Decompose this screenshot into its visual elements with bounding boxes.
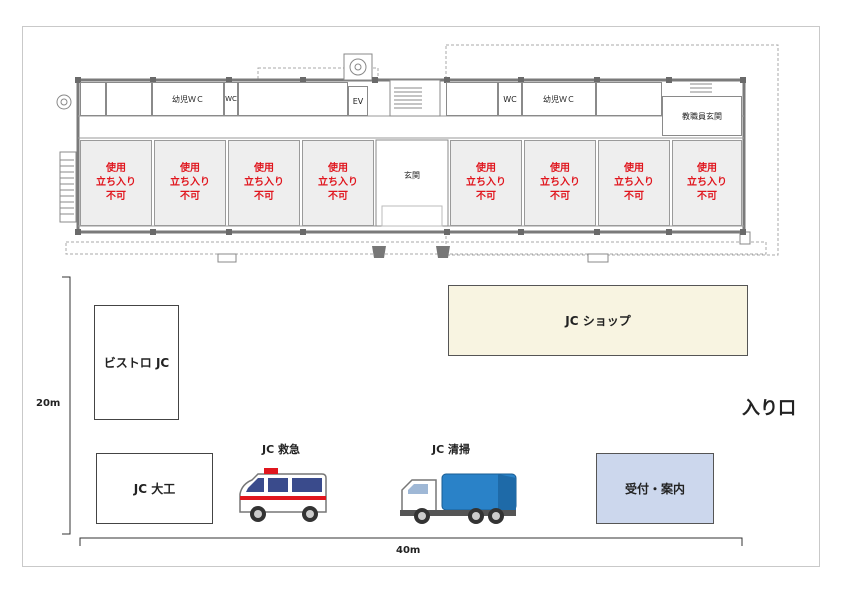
garbage-truck-icon — [400, 473, 517, 524]
pillar — [226, 77, 232, 83]
carpenter-booth[interactable]: JC 大工 — [96, 453, 213, 524]
room-elevator: EV — [348, 86, 368, 116]
height-dimension-label: 20m — [36, 398, 61, 409]
bistro-label: ビストロ JC — [103, 356, 170, 370]
room — [596, 82, 662, 116]
ambulance-icon — [239, 468, 327, 522]
restricted-label: 使用 立ち入り 不可 — [244, 163, 284, 202]
restricted-classroom: 使用 立ち入り 不可 — [450, 140, 522, 226]
width-dimension-label: 40m — [396, 545, 421, 556]
room — [446, 82, 498, 116]
room-label: 教職員玄関 — [682, 111, 722, 121]
garbage-truck-label: JC 清掃 — [432, 443, 470, 456]
room-label: 幼児ＷＣ — [543, 94, 575, 104]
room-label: EV — [352, 96, 364, 106]
restricted-label: 使用 立ち入り 不可 — [687, 163, 727, 202]
pillar — [518, 77, 524, 83]
pillar — [75, 77, 81, 83]
room-small — [80, 82, 106, 116]
pillar — [226, 229, 232, 235]
room-toddler-wc-east: 幼児ＷＣ — [522, 82, 596, 116]
entrance-hall-label: 玄関 — [404, 171, 420, 180]
restricted-classroom: 使用 立ち入り 不可 — [598, 140, 670, 226]
reception-label: 受付・案内 — [624, 482, 685, 496]
pillar — [666, 229, 672, 235]
site-entrance-label: 入り口 — [742, 398, 796, 419]
carpenter-label: JC 大工 — [133, 482, 176, 496]
restricted-classroom: 使用 立ち入り 不可 — [80, 140, 152, 226]
room-label: 幼児ＷＣ — [172, 94, 204, 104]
restricted-classroom: 使用 立ち入り 不可 — [302, 140, 374, 226]
pillar — [444, 77, 450, 83]
pillar — [75, 229, 81, 235]
bistro-booth[interactable]: ビストロ JC — [94, 305, 179, 420]
pillar — [150, 229, 156, 235]
map-frame — [22, 26, 820, 567]
room-wc-west: WC — [224, 82, 238, 116]
pillar — [594, 77, 600, 83]
restricted-classroom: 使用 立ち入り 不可 — [524, 140, 596, 226]
pillar — [518, 229, 524, 235]
room — [106, 82, 152, 116]
jc-shop-label: JC ショップ — [565, 314, 631, 328]
room-toddler-wc-west: 幼児ＷＣ — [152, 82, 224, 116]
room-label: WC — [225, 95, 237, 103]
pillar — [740, 229, 746, 235]
pillar — [666, 77, 672, 83]
pillar — [594, 229, 600, 235]
restricted-label: 使用 立ち入り 不可 — [96, 163, 136, 202]
room — [238, 82, 348, 116]
pillar — [444, 229, 450, 235]
restricted-label: 使用 立ち入り 不可 — [466, 163, 506, 202]
room-wc-east: WC — [498, 82, 522, 116]
pillar — [372, 77, 378, 83]
room-label: WC — [503, 94, 517, 104]
restricted-label: 使用 立ち入り 不可 — [540, 163, 580, 202]
room-staff-entrance: 教職員玄関 — [662, 96, 742, 136]
restricted-classroom: 使用 立ち入り 不可 — [672, 140, 742, 226]
pillar — [150, 77, 156, 83]
restricted-classroom: 使用 立ち入り 不可 — [154, 140, 226, 226]
pillar — [300, 77, 306, 83]
ambulance-label: JC 救急 — [262, 443, 300, 456]
reception-booth[interactable]: 受付・案内 — [596, 453, 714, 524]
restricted-label: 使用 立ち入り 不可 — [170, 163, 210, 202]
restricted-label: 使用 立ち入り 不可 — [318, 163, 358, 202]
restricted-classroom: 使用 立ち入り 不可 — [228, 140, 300, 226]
pillar — [740, 77, 746, 83]
jc-shop-booth[interactable]: JC ショップ — [448, 285, 748, 356]
pillar — [300, 229, 306, 235]
restricted-label: 使用 立ち入り 不可 — [614, 163, 654, 202]
